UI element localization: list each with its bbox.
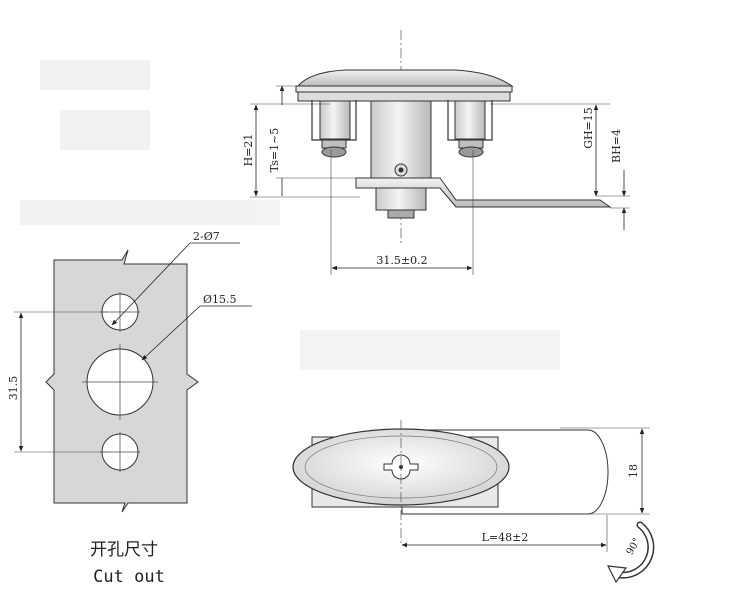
gh-dimension-label: GH=15 [582, 107, 595, 149]
side-view: H=21 Ts=1~5 GH=15 BH=4 31.5±0.2 [242, 30, 630, 275]
height-dimension-label: 18 [627, 464, 640, 478]
background-artifacts [20, 60, 560, 370]
cutout-view: 2-Ø7 Ø15.5 31.5 开孔尺寸 Cut out [7, 230, 252, 587]
cutout-caption-cn: 开孔尺寸 [90, 540, 158, 560]
h-dimension-label: H=21 [242, 134, 255, 167]
rotation-arrow-icon [606, 521, 655, 584]
hole-spacing-label: 31.5 [7, 376, 20, 401]
width-dimension-label: 31.5±0.2 [376, 254, 427, 267]
holes-diameter-label: 2-Ø7 [193, 230, 220, 243]
rotation-angle-label: 90° [625, 536, 643, 557]
center-hole-diameter-label: Ø15.5 [203, 293, 237, 306]
left-clip [311, 100, 357, 158]
right-clip [447, 100, 493, 158]
top-view: L=48±2 18 90° [292, 420, 655, 584]
cutout-caption-en: Cut out [93, 567, 165, 587]
ts-dimension-label: Ts=1~5 [268, 128, 281, 173]
bh-dimension-label: BH=4 [610, 129, 623, 163]
length-dimension-label: L=48±2 [482, 531, 529, 544]
top-flange [296, 69, 514, 87]
